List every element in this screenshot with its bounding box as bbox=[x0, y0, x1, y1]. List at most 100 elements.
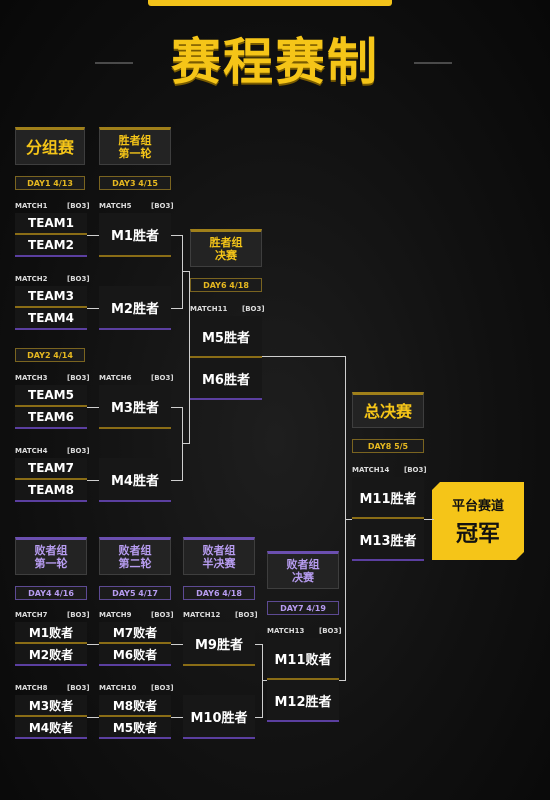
match-slot: M8败者 bbox=[99, 695, 171, 717]
match-label: MATCH13 bbox=[267, 627, 305, 635]
match-slot: M2胜者 bbox=[99, 286, 171, 330]
day-label-day8: DAY8 5/5 bbox=[352, 439, 424, 453]
connector-line bbox=[87, 308, 99, 309]
connector-line bbox=[345, 522, 346, 681]
header-line: 胜者组 bbox=[209, 236, 243, 249]
page-title: 赛程赛制 bbox=[171, 33, 379, 91]
title-left-rule bbox=[95, 62, 133, 64]
header-line: 第一轮 bbox=[34, 557, 68, 570]
match-format: [BO3] bbox=[151, 611, 174, 619]
match-slot: M10胜者 bbox=[183, 695, 255, 739]
header-group-stage: 分组赛 bbox=[15, 127, 85, 165]
header-line: 败者组 bbox=[202, 544, 236, 557]
match-slot: M2败者 bbox=[15, 644, 87, 666]
header-lb-round1: 败者组 第一轮 bbox=[15, 537, 87, 575]
connector-line bbox=[171, 308, 182, 309]
match-slot: M3胜者 bbox=[99, 385, 171, 429]
match-slot: TEAM6 bbox=[15, 407, 87, 429]
match-slot: M11败者 bbox=[267, 638, 339, 680]
connector-line bbox=[189, 358, 190, 444]
match-slot: M1胜者 bbox=[99, 213, 171, 257]
match-slot: M12胜者 bbox=[267, 680, 339, 722]
header-line: 第二轮 bbox=[118, 557, 152, 570]
title-right-rule bbox=[414, 62, 452, 64]
header-lb-round2: 败者组 第二轮 bbox=[99, 537, 171, 575]
day-label-day3: DAY3 4/15 bbox=[99, 176, 171, 190]
connector-line bbox=[87, 644, 99, 645]
champion-badge: 平台赛道 冠军 bbox=[432, 482, 524, 560]
match-label: MATCH5 bbox=[99, 202, 132, 210]
connector-line bbox=[171, 717, 183, 718]
connector-line bbox=[171, 480, 182, 481]
match-format: [BO3] bbox=[319, 627, 342, 635]
match-format: [BO3] bbox=[151, 202, 174, 210]
match-label: MATCH12 bbox=[183, 611, 221, 619]
match-format: [BO3] bbox=[404, 466, 427, 474]
match-label: MATCH8 bbox=[15, 684, 48, 692]
match-label: MATCH11 bbox=[190, 305, 228, 313]
connector-line bbox=[87, 480, 99, 481]
match-slot: TEAM7 bbox=[15, 458, 87, 480]
connector-line bbox=[171, 644, 183, 645]
match-slot: TEAM3 bbox=[15, 286, 87, 308]
match-label: MATCH14 bbox=[352, 466, 390, 474]
connector-line bbox=[171, 407, 182, 408]
connector-line bbox=[189, 271, 190, 358]
match-format: [BO3] bbox=[242, 305, 265, 313]
header-line: 半决赛 bbox=[202, 557, 236, 570]
connector-line bbox=[182, 407, 183, 481]
match-slot: M4败者 bbox=[15, 717, 87, 739]
match-label: MATCH9 bbox=[99, 611, 132, 619]
champion-line: 冠军 bbox=[455, 521, 500, 547]
match-slot: M1败者 bbox=[15, 622, 87, 644]
match-format: [BO3] bbox=[67, 202, 90, 210]
connector-line bbox=[87, 407, 99, 408]
header-line: 败者组 bbox=[118, 544, 152, 557]
match-format: [BO3] bbox=[67, 374, 90, 382]
match-format: [BO3] bbox=[67, 447, 90, 455]
match-format: [BO3] bbox=[67, 275, 90, 283]
day-label-day2: DAY2 4/14 bbox=[15, 348, 85, 362]
match-format: [BO3] bbox=[151, 374, 174, 382]
match-label: MATCH6 bbox=[99, 374, 132, 382]
match-label: MATCH7 bbox=[15, 611, 48, 619]
day-label-day4: DAY4 4/16 bbox=[15, 586, 87, 600]
match-slot: M13胜者 bbox=[352, 519, 424, 561]
header-line: 胜者组 bbox=[118, 134, 152, 147]
day-label-day6: DAY6 4/18 bbox=[183, 586, 255, 600]
match-format: [BO3] bbox=[235, 611, 258, 619]
match-slot: M6败者 bbox=[99, 644, 171, 666]
connector-line bbox=[262, 644, 263, 718]
header-lb-semi: 败者组 半决赛 bbox=[183, 537, 255, 575]
connector-line bbox=[345, 519, 352, 520]
match-slot: M7败者 bbox=[99, 622, 171, 644]
connector-line bbox=[424, 519, 434, 520]
connector-line bbox=[255, 644, 262, 645]
connector-line bbox=[87, 717, 99, 718]
connector-line bbox=[182, 443, 190, 444]
match-slot: M3败者 bbox=[15, 695, 87, 717]
match-slot: TEAM5 bbox=[15, 385, 87, 407]
match-format: [BO3] bbox=[151, 684, 174, 692]
match-slot: M5败者 bbox=[99, 717, 171, 739]
header-line: 败者组 bbox=[286, 558, 320, 571]
header-line: 第一轮 bbox=[118, 147, 152, 160]
day-label-day7: DAY7 4/19 bbox=[267, 601, 339, 615]
connector-line bbox=[255, 717, 262, 718]
connector-line bbox=[262, 356, 345, 357]
header-line: 决赛 bbox=[215, 249, 237, 262]
match-slot: M4胜者 bbox=[99, 458, 171, 502]
match-label: MATCH1 bbox=[15, 202, 48, 210]
header-grand-final: 总决赛 bbox=[352, 392, 424, 428]
match-label: MATCH4 bbox=[15, 447, 48, 455]
champion-line: 平台赛道 bbox=[451, 498, 504, 514]
match-label: MATCH10 bbox=[99, 684, 137, 692]
connector-line bbox=[345, 356, 346, 522]
day-label-day6: DAY6 4/18 bbox=[190, 278, 262, 292]
match-slot: TEAM4 bbox=[15, 308, 87, 330]
connector-line bbox=[339, 680, 345, 681]
match-slot: M9胜者 bbox=[183, 622, 255, 666]
match-label: MATCH2 bbox=[15, 275, 48, 283]
header-line: 败者组 bbox=[34, 544, 68, 557]
match-format: [BO3] bbox=[67, 684, 90, 692]
